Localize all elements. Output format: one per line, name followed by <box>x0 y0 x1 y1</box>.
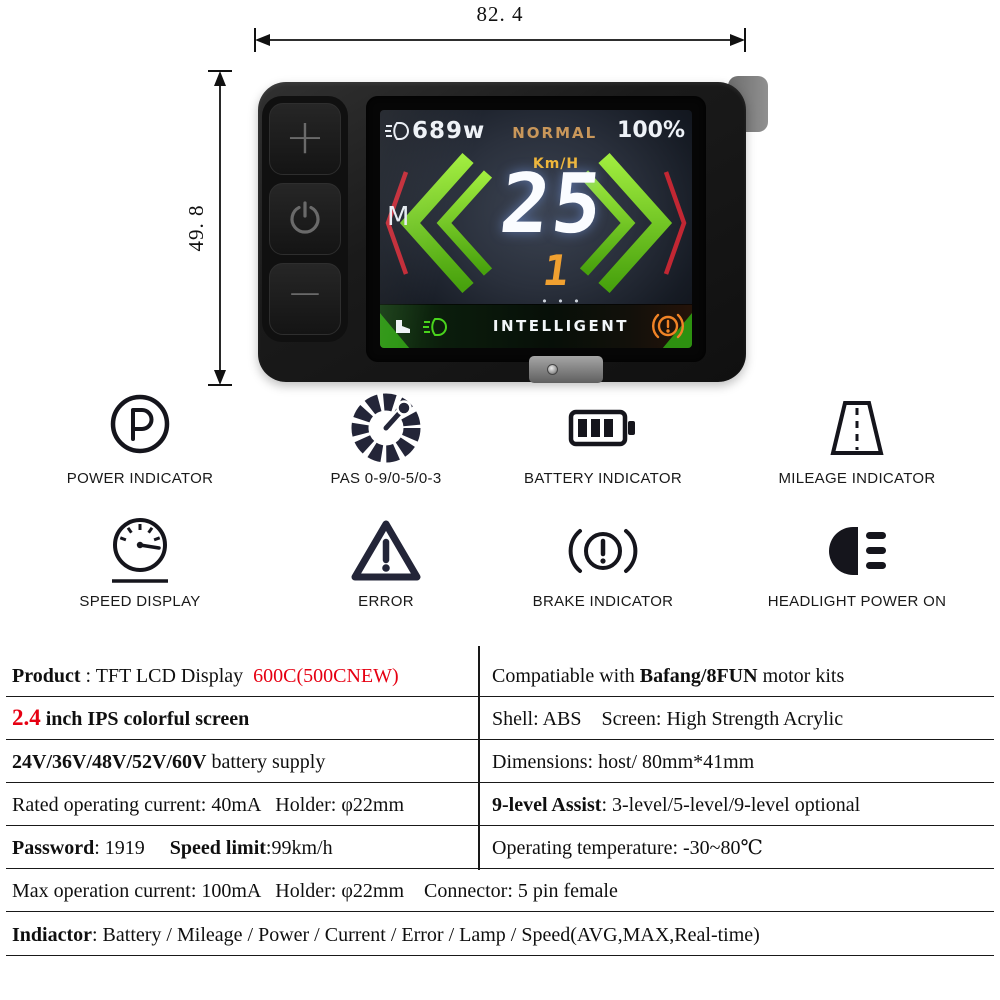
battery-indicator-icon <box>568 409 635 447</box>
plus-icon: + <box>284 108 326 165</box>
feature-battery: BATTERY INDICATOR <box>524 388 682 487</box>
spec-cell-rated-current: Rated operating current: 40mA Holder: φ2… <box>6 783 478 826</box>
speed-value: 25 <box>495 157 609 252</box>
speed-unit-label: Km/H <box>532 156 580 172</box>
spec-cell-screen-size: 2.4 inch IPS colorful screen <box>6 697 478 740</box>
headlight-icon <box>385 122 409 140</box>
brand-label: INTELLIGENT <box>492 317 630 335</box>
spec-cell-product: Product : TFT LCD Display 600C(500CNEW) <box>6 654 478 697</box>
pager-dots: • • • <box>541 295 583 308</box>
speed-arrows-graphic <box>385 153 687 293</box>
spec-cell-voltage: 24V/36V/48V/52V/60V battery supply <box>6 740 478 783</box>
ride-mode-label: NORMAL <box>512 124 598 142</box>
feature-label: PAS 0-9/0-5/0-3 <box>330 470 442 487</box>
mode-letter: M <box>387 202 410 232</box>
feature-label: ERROR <box>358 593 414 610</box>
feature-label: POWER INDICATOR <box>66 470 214 487</box>
device-screen: 689w NORMAL 100% Km/H 25 M 1 • • • INTEL… <box>380 110 692 348</box>
feature-speed-display: SPEED DISPLAY <box>79 511 200 610</box>
corner-glow-graphic <box>380 313 692 348</box>
height-dimension-arrow <box>208 70 232 386</box>
table-divider <box>478 646 480 870</box>
power-icon <box>290 201 320 234</box>
feature-error: ERROR <box>348 511 424 610</box>
dimension-height-label: 49. 8 <box>184 204 208 252</box>
spec-cell-assist-levels: 9-level Assist: 3-level/5-level/9-level … <box>478 783 994 826</box>
feature-headlight: HEADLIGHT POWER ON <box>768 511 946 610</box>
power-indicator-icon <box>110 394 170 454</box>
power-button[interactable] <box>269 183 341 255</box>
spec-cell-password: Password: 1919 Speed limit:99km/h <box>6 826 478 869</box>
feature-pas: PAS 0-9/0-5/0-3 <box>331 388 442 487</box>
headlight-on-icon <box>423 318 447 336</box>
walk-assist-icon <box>396 320 410 333</box>
minus-button[interactable]: − <box>269 263 341 335</box>
feature-label: SPEED DISPLAY <box>79 593 201 610</box>
headlight-power-on-icon <box>828 527 886 575</box>
mount-bracket-bottom <box>529 356 603 383</box>
device-button-pad: + − <box>262 96 348 342</box>
brake-indicator-icon <box>568 529 638 573</box>
spec-row-indicator: Indiactor: Battery / Mileage / Power / C… <box>6 912 994 956</box>
speed-display-icon <box>111 518 168 583</box>
screw-icon <box>547 364 558 375</box>
error-icon <box>351 520 421 581</box>
feature-label: BRAKE INDICATOR <box>532 593 674 610</box>
spec-table: Product : TFT LCD Display 600C(500CNEW) … <box>6 646 994 956</box>
plus-button[interactable]: + <box>269 103 341 175</box>
feature-label: HEADLIGHT POWER ON <box>767 593 947 610</box>
spec-cell-dimensions: Dimensions: host/ 80mm*41mm <box>478 740 994 783</box>
spec-cell-compatibility: Compatiable with Bafang/8FUN motor kits <box>478 654 994 697</box>
feature-label: BATTERY INDICATOR <box>524 470 682 487</box>
feature-label: MILEAGE INDICATOR <box>778 470 936 487</box>
feature-grid: POWER INDICATOR PAS 0-9/0-5/0-3 BATTERY … <box>0 388 1000 610</box>
minus-icon: − <box>286 268 324 319</box>
dimension-width-label: 82. 4 <box>476 2 524 26</box>
screen-bottom-bar: INTELLIGENT <box>380 304 692 348</box>
spec-cell-temperature: Operating temperature: -30~80℃ <box>478 826 994 869</box>
pas-gauge-icon <box>351 393 421 463</box>
spec-row-max-current: Max operation current: 100mA Holder: φ22… <box>6 869 994 912</box>
feature-power-indicator: POWER INDICATOR <box>67 388 213 487</box>
feature-brake: BRAKE INDICATOR <box>533 511 674 610</box>
width-dimension-arrow <box>254 28 746 52</box>
power-watts-value: 689w <box>412 118 486 144</box>
feature-mileage: MILEAGE INDICATOR <box>778 388 935 487</box>
battery-percent-value: 100% <box>617 118 685 143</box>
mileage-indicator-icon <box>830 401 884 455</box>
spec-cell-shell: Shell: ABS Screen: High Strength Acrylic <box>478 697 994 740</box>
brake-warning-icon <box>652 313 684 339</box>
